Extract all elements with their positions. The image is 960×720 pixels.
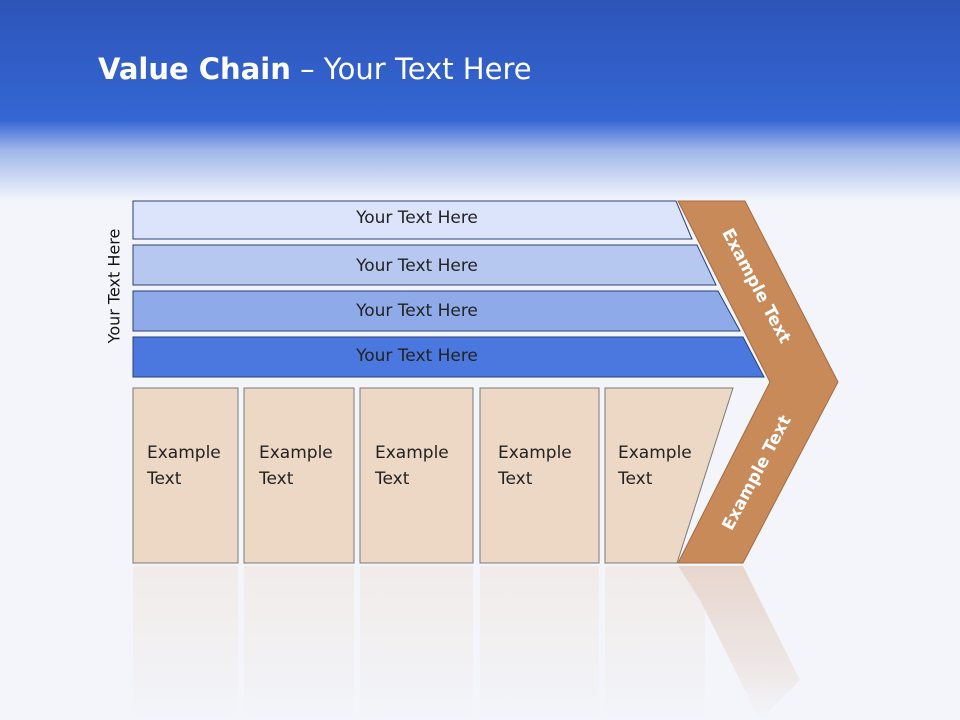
- primary-box-4: [479, 387, 600, 564]
- box-4-line2: Text: [498, 469, 533, 489]
- box-3-line1: Example: [375, 443, 449, 463]
- primary-box-5: [604, 387, 734, 564]
- box-3-line2: Text: [375, 469, 410, 489]
- title-rest: – Your Text Here: [290, 52, 532, 86]
- bar-3-label: Your Text Here: [356, 301, 478, 321]
- reflection-fade: [0, 566, 960, 720]
- primary-box-1: [132, 387, 239, 564]
- header-band: [0, 0, 960, 200]
- bar-4-label: Your Text Here: [356, 346, 478, 366]
- box-5-line1: Example: [618, 443, 692, 463]
- support-bar-1: [132, 200, 693, 240]
- margin-chevron: [677, 200, 839, 564]
- box-5-line2: Text: [618, 469, 653, 489]
- box-2-line1: Example: [259, 443, 333, 463]
- bar-2-label: Your Text Here: [356, 256, 478, 276]
- primary-box-2: [243, 387, 355, 564]
- box-4-line1: Example: [498, 443, 572, 463]
- box-2-line2: Text: [259, 469, 294, 489]
- slide-title: Value Chain – Your Text Here: [98, 52, 532, 86]
- support-bar-2: [132, 244, 717, 286]
- primary-box-3: [359, 387, 474, 564]
- box-1-line2: Text: [147, 469, 182, 489]
- support-bar-4: [132, 336, 765, 378]
- support-bar-3: [132, 290, 741, 332]
- bar-1-label: Your Text Here: [356, 208, 478, 228]
- box-1-line1: Example: [147, 443, 221, 463]
- title-bold: Value Chain: [98, 52, 291, 86]
